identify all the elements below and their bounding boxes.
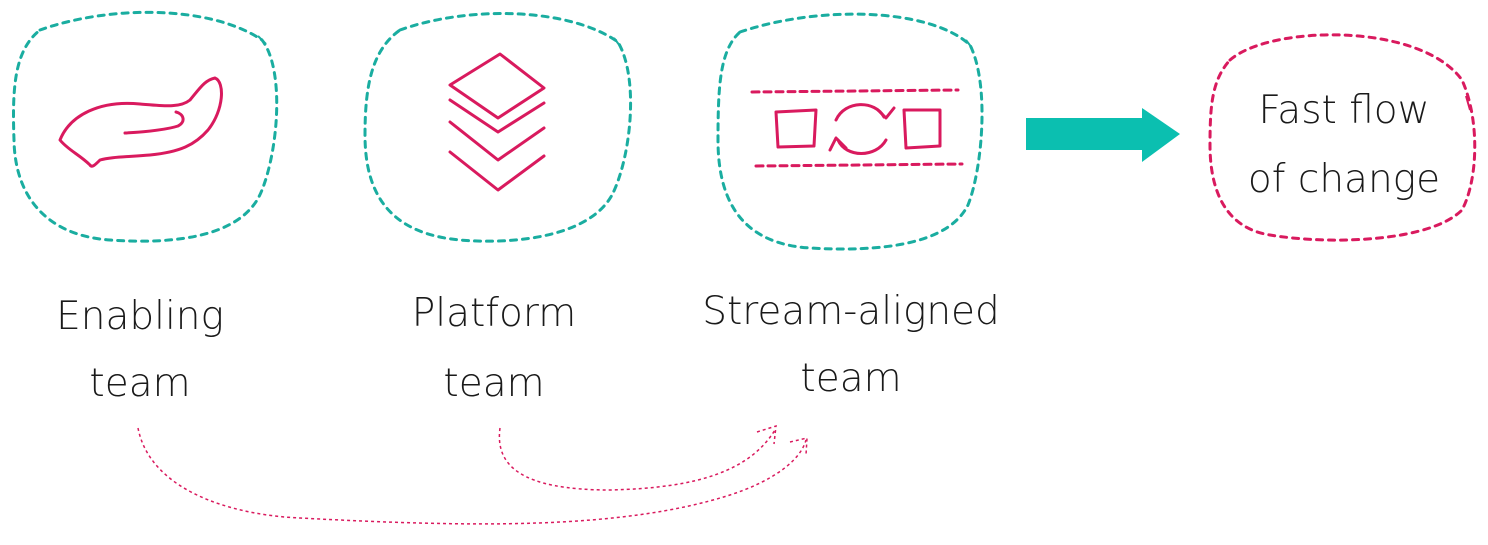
enabling-team-label-line1: Enabling	[56, 294, 224, 339]
stream-team-outline	[716, 12, 984, 251]
fast-flow-label-line1: Fast flow	[1258, 88, 1430, 133]
hand-icon	[58, 76, 223, 168]
layers-icon	[448, 52, 546, 192]
stream-team-label-line1: Stream-aligned	[702, 289, 1000, 334]
enabling-team-outline	[11, 10, 279, 243]
enabling-team-outline-tick	[257, 35, 267, 45]
enabling-team-label: Enabling team	[40, 297, 240, 403]
platform-team-outline-tick	[613, 37, 621, 47]
stream-team-label: Stream-aligned team	[686, 292, 1016, 398]
enabling-to-stream-arrow	[137, 427, 807, 525]
fast-flow-outline	[1208, 33, 1477, 242]
enabling-team-label-line2: team	[89, 361, 191, 406]
platform-to-stream-arrowhead	[756, 424, 777, 445]
flow-arrow	[1026, 108, 1180, 162]
platform-team-label-line2: team	[443, 361, 545, 406]
platform-team-outline	[363, 12, 633, 243]
enabling-to-stream-arrowhead	[789, 437, 808, 456]
fast-flow-outline-tick	[1465, 95, 1471, 111]
flow-loop-icon	[750, 88, 964, 168]
platform-team-label: Platform team	[394, 294, 594, 403]
platform-to-stream-arrow	[498, 427, 776, 491]
stream-team-outline-tick	[965, 39, 973, 49]
fast-flow-label: Fast flow of change	[1232, 91, 1456, 199]
fast-flow-label-line2: of change	[1247, 157, 1441, 202]
support-arrows	[137, 424, 808, 525]
stream-team-label-line2: team	[800, 356, 902, 401]
platform-team-label-line1: Platform	[411, 291, 577, 336]
